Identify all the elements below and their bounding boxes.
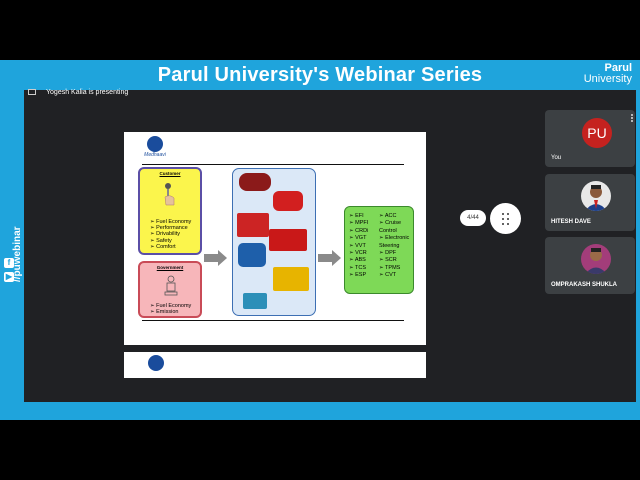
- slide-top-rule: [142, 164, 404, 165]
- list-item: ➢ Fuel Economy: [150, 303, 192, 309]
- motorcycle-image: [239, 173, 271, 191]
- list-item: ➢ ACC: [379, 213, 397, 219]
- list-item: ➢ TPMS: [379, 264, 401, 271]
- list-item: ➢ ABS: [349, 257, 366, 264]
- participant-name: OMPRAKASH SHUKLA: [551, 282, 617, 288]
- list-item: ➢ ESP: [349, 272, 367, 279]
- list-item: ➢ Performance: [150, 225, 188, 232]
- crane-image: [273, 267, 309, 291]
- car-image: [273, 191, 303, 211]
- technologies-column-1: ➢ EFI ➢ MPFI ➢ CRDi ➢ VGT ➢ VVT ➢ VCR ➢ …: [349, 213, 368, 280]
- avatar: PU: [582, 118, 612, 148]
- participant-name: You: [551, 155, 562, 161]
- list-item: ➢ Electronic: [379, 235, 410, 242]
- list-item: ➢ TCS: [349, 264, 367, 271]
- heavy-truck-image: [269, 229, 307, 251]
- government-box: Government ➢ Fuel Economy ➢ Emission: [138, 261, 202, 318]
- brain-head-icon: [148, 355, 164, 371]
- customer-box: Customer ➢ Fuel Economy ➢ Performance ➢ …: [138, 167, 202, 255]
- presenting-label: Yogesh Kalia is presenting: [46, 89, 129, 96]
- government-emblem-icon: [164, 275, 178, 296]
- avatar: [581, 181, 611, 211]
- list-item: ➢ Safety: [150, 237, 172, 244]
- hand-key-icon: [164, 183, 175, 206]
- university-logo: Parul University: [584, 63, 632, 85]
- list-item: ➢ Comfort: [150, 243, 176, 250]
- youtube-icon: ▶: [4, 272, 14, 282]
- technologies-column-2: ➢ ACC ➢ Cruise Control ➢ Electronic Stee…: [379, 213, 409, 280]
- list-item: ➢ Emission: [150, 309, 179, 316]
- logo-line-2: University: [583, 73, 632, 85]
- list-item: ➢ EFI: [349, 213, 364, 219]
- social-icons: f ▶: [4, 258, 16, 286]
- list-item: ➢ CVT: [379, 272, 397, 279]
- list-item: Control: [379, 227, 397, 234]
- presenting-indicator: Yogesh Kalia is presenting: [28, 89, 128, 96]
- vehicles-box: [232, 168, 316, 316]
- list-item: ➢ VCR: [349, 250, 367, 257]
- presentation-menu-button[interactable]: [490, 203, 521, 234]
- technologies-box: ➢ EFI ➢ MPFI ➢ CRDi ➢ VGT ➢ VVT ➢ VCR ➢ …: [344, 206, 414, 294]
- government-title: Government: [156, 265, 184, 270]
- list-item: ➢ VVT: [349, 242, 366, 249]
- participant-name: HITESH DAVE: [551, 219, 591, 225]
- pickup-truck-image: [237, 213, 269, 237]
- medhaavi-logo: Medhaavi: [140, 136, 170, 158]
- screen-share-icon: [28, 89, 36, 96]
- generator-image: [243, 293, 267, 309]
- presentation-slide: Medhaavi Customer ➢ Fuel Economy ➢ Perfo…: [124, 132, 426, 345]
- list-item: ➢ VGT: [349, 235, 367, 242]
- banner-title: Parul University's Webinar Series: [157, 64, 483, 86]
- next-slide-preview: [124, 352, 426, 378]
- more-options-icon[interactable]: [631, 114, 633, 122]
- grid-dots-icon: [502, 213, 510, 225]
- customer-title: Customer: [159, 171, 181, 176]
- participant-tile-you[interactable]: PU You: [545, 110, 635, 167]
- list-item: ➢ DPF: [379, 250, 397, 257]
- brain-head-icon: [147, 136, 163, 152]
- list-item: ➢ Fuel Economy: [150, 219, 192, 225]
- medhaavi-logo-text: Medhaavi: [144, 152, 166, 158]
- avatar: [581, 244, 611, 274]
- list-item: Steering: [379, 242, 400, 249]
- page-indicator: 4/44: [460, 210, 486, 226]
- tractor-image: [238, 243, 266, 267]
- facebook-icon: f: [4, 258, 14, 268]
- government-list: ➢ Fuel Economy ➢ Emission: [150, 303, 191, 315]
- list-item: ➢ Drivability: [150, 231, 180, 238]
- participant-tile-omprakash-shukla[interactable]: OMPRAKASH SHUKLA: [545, 237, 635, 294]
- customer-list: ➢ Fuel Economy ➢ Performance ➢ Drivabili…: [150, 219, 191, 250]
- logo-line-1: Parul: [604, 62, 632, 74]
- slide-bottom-rule: [142, 320, 404, 321]
- list-item: ➢ MPFI: [349, 220, 369, 227]
- list-item: ➢ CRDi: [349, 227, 369, 234]
- list-item: ➢ Cruise: [379, 220, 402, 227]
- list-item: ➢ SCR: [379, 257, 397, 264]
- participant-tile-hitesh-dave[interactable]: HITESH DAVE: [545, 174, 635, 231]
